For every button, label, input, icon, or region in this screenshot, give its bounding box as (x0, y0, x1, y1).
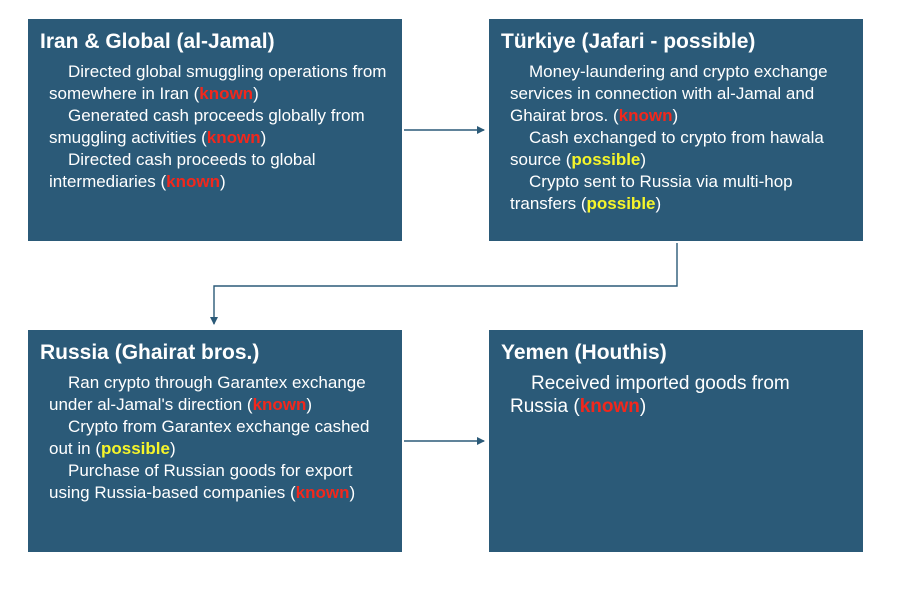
item-text: Crypto from Garantex exchange cashed out… (49, 417, 370, 458)
status-tag-known: known (579, 396, 640, 417)
list-item: Generated cash proceeds globally from sm… (49, 106, 365, 147)
list-item: Crypto from Garantex exchange cashed out… (49, 417, 370, 458)
list-item: Crypto sent to Russia via multi-hop tran… (510, 172, 793, 213)
item-text: Directed global smuggling operations fro… (49, 62, 387, 103)
box-yemen: Yemen (Houthis) Received imported goods … (489, 330, 863, 552)
status-tag-known: known (199, 84, 254, 103)
status-tag-known: known (166, 172, 220, 191)
item-text: Generated cash proceeds globally from sm… (49, 106, 365, 147)
item-text: Received imported goods from Russia (510, 373, 790, 417)
list-item: Cash exchanged to crypto from hawala sou… (510, 128, 824, 169)
box-title: Türkiye (Jafari - possible) (501, 30, 756, 53)
box-title: Russia (Ghairat bros.) (40, 341, 260, 364)
arrow-turkiye-to-russia (210, 243, 678, 325)
box-iran-global: Iran & Global (al-Jamal) Directed global… (28, 19, 402, 241)
box-title: Yemen (Houthis) (501, 341, 667, 364)
box-title: Iran & Global (al-Jamal) (40, 30, 275, 53)
box-items: Directed global smuggling operations fro… (40, 61, 388, 193)
item-text: Directed cash proceeds to global interme… (49, 150, 316, 191)
status-tag-known: known (252, 395, 307, 414)
status-tag-possible: possible (100, 439, 170, 458)
status-tag-known: known (206, 128, 261, 147)
item-text: Cash exchanged to crypto from hawala sou… (510, 128, 824, 169)
box-items: Ran crypto through Garantex exchange und… (40, 372, 388, 504)
item-text: Purchase of Russian goods for export usi… (49, 461, 353, 502)
list-item: Directed cash proceeds to global interme… (49, 150, 316, 191)
list-item: Received imported goods from Russia (kno… (510, 373, 790, 417)
item-text: Crypto sent to Russia via multi-hop tran… (510, 172, 793, 213)
status-tag-possible: possible (586, 194, 656, 213)
status-tag-known: known (618, 106, 673, 125)
box-items: Money-laundering and crypto exchange ser… (501, 61, 849, 215)
status-tag-known: known (295, 483, 350, 502)
list-item: Ran crypto through Garantex exchange und… (49, 373, 366, 414)
box-items: Received imported goods from Russia (kno… (501, 372, 849, 418)
status-tag-possible: possible (571, 150, 641, 169)
box-russia: Russia (Ghairat bros.) Ran crypto throug… (28, 330, 402, 552)
list-item: Money-laundering and crypto exchange ser… (510, 62, 828, 125)
box-turkiye: Türkiye (Jafari - possible) Money-launde… (489, 19, 863, 241)
item-text: Ran crypto through Garantex exchange und… (49, 373, 366, 414)
list-item: Directed global smuggling operations fro… (49, 62, 387, 103)
item-text: Money-laundering and crypto exchange ser… (510, 62, 828, 125)
list-item: Purchase of Russian goods for export usi… (49, 461, 356, 502)
